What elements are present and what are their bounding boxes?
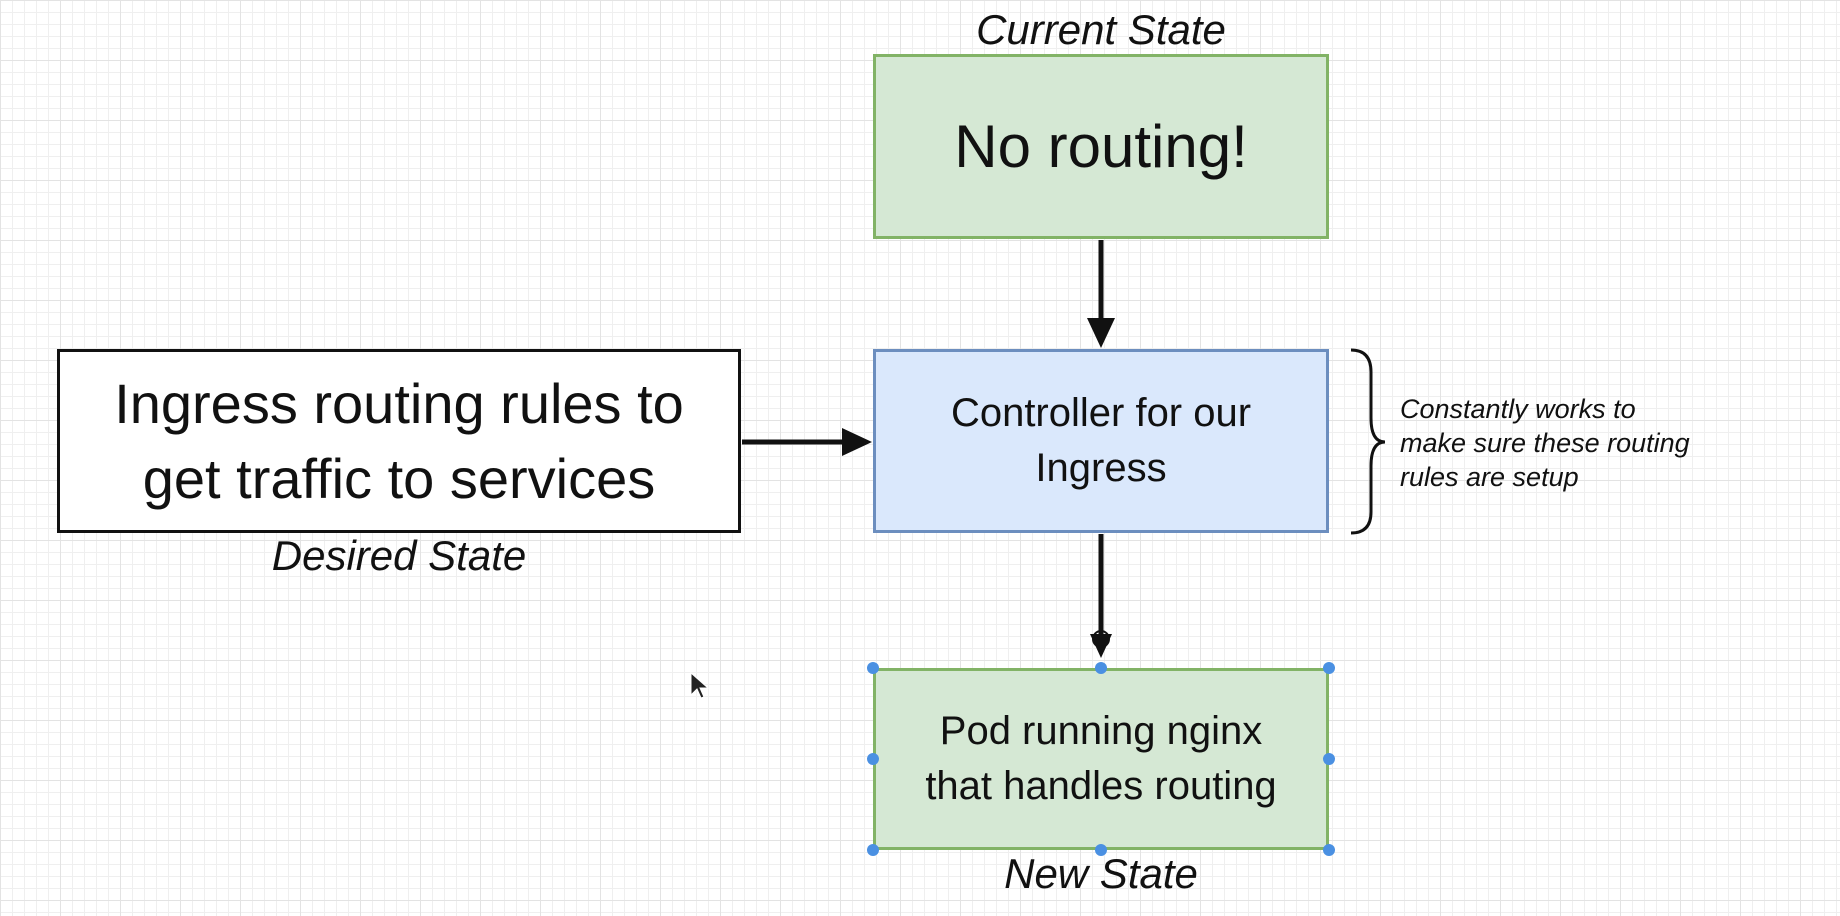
current-state-label: Current State: [976, 6, 1226, 53]
resize-handle-right-icon[interactable]: [1323, 753, 1335, 765]
resize-handle-bottom-right-icon[interactable]: [1323, 844, 1335, 856]
controller-annotation: Constantly works to make sure these rout…: [1400, 392, 1730, 494]
current-state-box[interactable]: No routing!: [873, 54, 1329, 239]
arrow-controller-to-pod[interactable]: [1090, 534, 1112, 658]
controller-box[interactable]: Controller for our Ingress: [873, 349, 1329, 533]
pod-box[interactable]: Pod running nginx that handles routing: [873, 668, 1329, 850]
new-state-label: New State: [1004, 850, 1198, 897]
pod-selection-handles[interactable]: [867, 662, 1335, 856]
resize-handle-top-icon[interactable]: [1095, 662, 1107, 674]
resize-handle-top-right-icon[interactable]: [1323, 662, 1335, 674]
resize-handle-bottom-icon[interactable]: [1095, 844, 1107, 856]
arrow-current-to-controller[interactable]: [1087, 240, 1115, 348]
annotation-line-2: make sure these routing: [1400, 428, 1690, 458]
ingress-rules-box[interactable]: Ingress routing rules to get traffic to …: [57, 349, 741, 533]
ingress-rules-line-2: get traffic to services: [142, 447, 656, 510]
ingress-rules-line-1: Ingress routing rules to: [114, 372, 684, 435]
mouse-cursor-icon: [690, 671, 710, 699]
desired-state-label: Desired State: [271, 532, 527, 579]
controller-text: Controller for our Ingress: [951, 386, 1251, 496]
annotation-line-3: rules are setup: [1400, 462, 1579, 492]
controller-line-2: Ingress: [1035, 446, 1167, 490]
ingress-rules-text: Ingress routing rules to get traffic to …: [114, 366, 684, 516]
pod-line-2: that handles routing: [925, 764, 1277, 808]
resize-handle-top-left-icon[interactable]: [867, 662, 879, 674]
resize-handle-left-icon[interactable]: [867, 753, 879, 765]
controller-line-1: Controller for our: [950, 391, 1252, 435]
resize-handle-bottom-left-icon[interactable]: [867, 844, 879, 856]
pod-text: Pod running nginx that handles routing: [925, 704, 1276, 814]
pod-line-1: Pod running nginx: [939, 709, 1263, 753]
current-state-text: No routing!: [954, 113, 1248, 180]
annotation-line-1: Constantly works to: [1400, 394, 1636, 424]
curly-brace-icon: [1350, 348, 1386, 535]
arrow-rules-to-controller[interactable]: [742, 428, 872, 456]
connection-point-icon[interactable]: [1092, 630, 1110, 648]
